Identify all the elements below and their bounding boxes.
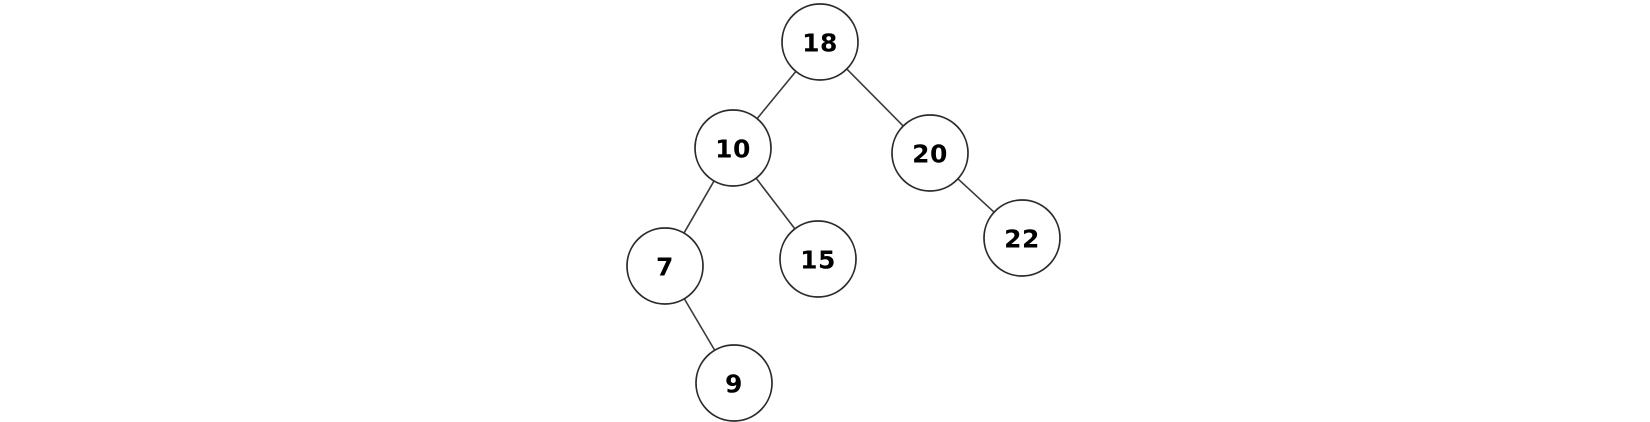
node-label-22: 22 [1004,225,1040,254]
tree-node-15[interactable]: 15 [779,220,857,298]
node-circle-22 [983,199,1061,277]
tree-edge-20-22 [957,177,995,214]
edge-layer [683,68,995,352]
node-label-18: 18 [802,29,838,58]
tree-edge-10-15 [755,177,796,230]
node-label-10: 10 [715,135,751,164]
tree-node-10[interactable]: 10 [694,109,772,187]
node-circle-20 [891,114,969,192]
node-label-7: 7 [656,253,674,282]
tree-node-18[interactable]: 18 [781,3,859,81]
tree-node-22[interactable]: 22 [983,199,1061,277]
tree-node-20[interactable]: 20 [891,114,969,192]
tree-node-7[interactable]: 7 [626,227,704,305]
tree-edge-18-20 [845,68,905,127]
node-circle-9 [695,344,773,422]
node-layer: 18 10 20 7 15 22 9 [626,3,1061,422]
node-label-20: 20 [912,140,948,169]
tree-edge-10-7 [683,180,715,234]
node-circle-10 [694,109,772,187]
node-circle-7 [626,227,704,305]
tree-edge-18-10 [756,70,797,120]
tree-edge-7-9 [683,297,716,352]
node-label-15: 15 [800,246,836,275]
node-circle-15 [779,220,857,298]
node-circle-18 [781,3,859,81]
tree-node-9[interactable]: 9 [695,344,773,422]
node-label-9: 9 [725,370,743,399]
